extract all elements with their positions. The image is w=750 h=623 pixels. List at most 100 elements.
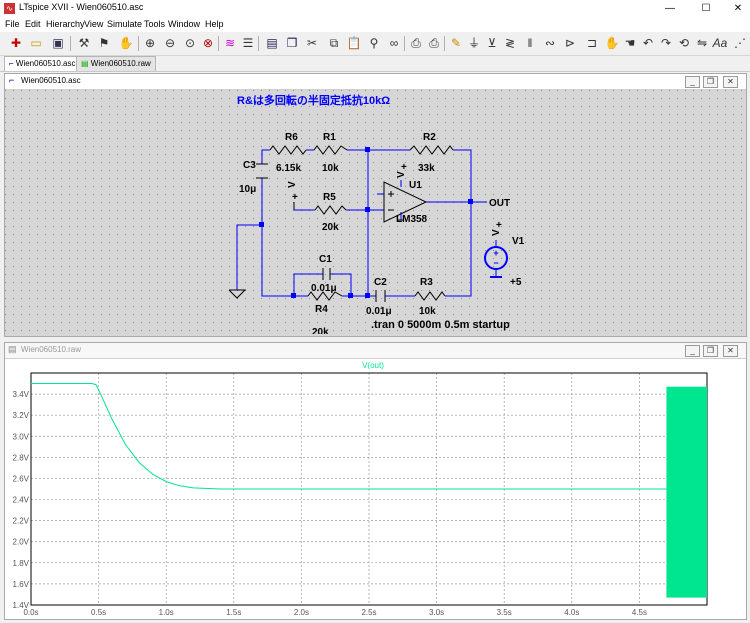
waveform-icon: ▤ xyxy=(8,344,17,354)
x-tick-label: 1.5s xyxy=(226,608,241,617)
rotate-icon[interactable]: ⟲ xyxy=(678,36,690,50)
schematic-window-titlebar: ⌐ Wien060510.asc _ ❐ ✕ xyxy=(5,74,746,90)
paste-icon[interactable]: 📋 xyxy=(346,36,362,50)
inductor-icon[interactable]: ∾ xyxy=(544,36,556,50)
child-close-button[interactable]: ✕ xyxy=(723,76,738,88)
label-r3-ref: R3 xyxy=(420,277,433,288)
resistor-icon[interactable]: ≷ xyxy=(504,36,516,50)
print-setup-icon[interactable]: ⎙ xyxy=(411,36,421,50)
open-icon[interactable]: ▭ xyxy=(30,36,42,50)
menu-help[interactable]: Help xyxy=(205,19,224,29)
component-symbols xyxy=(228,145,454,302)
waveform-plot[interactable]: 1.4V1.6V1.8V2.0V2.2V2.4V2.6V2.8V3.0V3.2V… xyxy=(5,359,744,617)
tab-schematic[interactable]: ⌐ Wien060510.asc xyxy=(4,56,81,71)
y-tick-label: 1.6V xyxy=(13,580,30,589)
label-c3-ref: C3 xyxy=(243,160,256,171)
x-tick-label: 2.5s xyxy=(361,608,376,617)
cut-icon[interactable]: ✂ xyxy=(306,36,318,50)
waveform-icon: ▤ xyxy=(81,59,89,68)
maximize-button[interactable]: ☐ xyxy=(701,3,711,14)
spice-directive-icon[interactable]: ⋰ xyxy=(734,36,746,50)
schematic-icon: ⌐ xyxy=(9,59,14,68)
zoom-fit-icon[interactable]: ⊙ xyxy=(184,36,196,50)
label-r1-value: 10k xyxy=(322,163,339,174)
child-restore-button[interactable]: ❐ xyxy=(703,76,718,88)
close-button[interactable]: ✕ xyxy=(733,3,743,14)
cascade-icon[interactable]: ❐ xyxy=(286,36,298,50)
child-restore-button[interactable]: ❐ xyxy=(703,345,718,357)
wire-icon[interactable]: ✎ xyxy=(450,36,462,50)
plot-traces xyxy=(31,383,707,598)
label-c3-value: 10μ xyxy=(239,184,256,195)
schematic-icon: ⌐ xyxy=(9,75,15,85)
y-axis-ticks: 1.4V1.6V1.8V2.0V2.2V2.4V2.6V2.8V3.0V3.2V… xyxy=(13,390,30,610)
opamp-supply-plus: + xyxy=(292,192,298,203)
zoom-out-icon[interactable]: ⊖ xyxy=(164,36,176,50)
new-schematic-icon[interactable]: ✚ xyxy=(10,36,22,50)
y-tick-label: 2.4V xyxy=(13,496,30,505)
cancel-zoom-icon[interactable]: ⊗ xyxy=(202,36,214,50)
v1-supply-plus: + xyxy=(496,220,502,231)
find-icon[interactable]: ⚲ xyxy=(369,36,379,50)
label-c2-ref: C2 xyxy=(374,277,387,288)
label-net-icon[interactable]: ⊻ xyxy=(487,36,497,50)
opamp-vcc-plus: + xyxy=(401,162,407,173)
label-r2-value: 33k xyxy=(418,163,435,174)
control-panel-icon[interactable]: ⚒ xyxy=(78,36,90,50)
child-close-button[interactable]: ✕ xyxy=(723,345,738,357)
waveform-window-titlebar: ▤ Wien060510.raw _ ❐ ✕ xyxy=(5,343,746,359)
child-minimize-button[interactable]: _ xyxy=(685,345,700,357)
menu-tools[interactable]: Tools xyxy=(144,19,166,29)
menu-hierarchy[interactable]: Hierarchy xyxy=(46,19,85,29)
y-tick-label: 3.0V xyxy=(13,432,30,441)
voltage-source-v1: + − xyxy=(484,246,508,278)
spice-directive[interactable]: .tran 0 5000m 0.5m startup xyxy=(371,319,510,331)
label-v1-value: +5 xyxy=(510,277,522,288)
opamp-supply-label: V xyxy=(287,181,298,188)
menu-window[interactable]: Window xyxy=(168,19,201,29)
zoom-in-icon[interactable]: ⊕ xyxy=(144,36,156,50)
schematic-canvas[interactable]: + − R6 6.15k R1 10k R2 33k C3 10μ R5 20k… xyxy=(5,90,744,334)
x-tick-label: 3.0s xyxy=(429,608,444,617)
trace-vout-oscillation xyxy=(666,386,707,598)
tile-vertical-icon[interactable]: ▤ xyxy=(266,36,278,50)
capacitor-icon[interactable]: ‖ xyxy=(527,36,533,50)
tab-waveform[interactable]: ▤ Wien060510.raw xyxy=(76,56,156,71)
undo-icon[interactable]: ↶ xyxy=(642,36,654,50)
halt-icon[interactable]: ✋ xyxy=(118,36,134,50)
text-icon[interactable]: Aa xyxy=(712,36,728,50)
save-icon[interactable]: ▣ xyxy=(52,36,64,50)
minimize-button[interactable]: — xyxy=(665,3,675,14)
ground-icon[interactable]: ⏚ xyxy=(467,36,480,50)
label-r5-ref: R5 xyxy=(323,192,336,203)
tile-horizontal-icon[interactable]: ☰ xyxy=(242,36,254,50)
schematic-window-title: Wien060510.asc xyxy=(21,76,81,85)
trace-label-vout[interactable]: V(out) xyxy=(362,361,384,370)
label-r4-ref: R4 xyxy=(315,304,328,315)
mirror-icon[interactable]: ⇋ xyxy=(696,36,708,50)
menu-edit[interactable]: Edit xyxy=(25,19,41,29)
x-tick-label: 4.0s xyxy=(564,608,579,617)
redo-icon[interactable]: ↷ xyxy=(660,36,672,50)
menu-simulate[interactable]: Simulate xyxy=(107,19,143,29)
child-minimize-button[interactable]: _ xyxy=(685,76,700,88)
ltspice-logo-icon: ∿ xyxy=(4,3,15,14)
move-icon[interactable]: ✋ xyxy=(604,36,620,50)
diode-icon[interactable]: ⊳ xyxy=(564,36,576,50)
x-tick-label: 0.0s xyxy=(23,608,38,617)
copy-icon[interactable]: ⧉ xyxy=(329,36,339,50)
x-tick-label: 2.0s xyxy=(294,608,309,617)
menu-view[interactable]: View xyxy=(84,19,104,29)
y-tick-label: 3.2V xyxy=(13,411,30,420)
find-binoculars-icon[interactable]: ∞ xyxy=(389,36,399,50)
component-icon[interactable]: ⊐ xyxy=(586,36,598,50)
schematic-comment[interactable]: R&は多回転の半固定抵抗10kΩ xyxy=(237,93,390,107)
print-icon[interactable]: ⎙ xyxy=(429,36,439,50)
run-icon[interactable]: ⚑ xyxy=(98,36,110,50)
drag-icon[interactable]: ☚ xyxy=(624,36,636,50)
schematic-window: ⌐ Wien060510.asc _ ❐ ✕ xyxy=(4,73,747,337)
menu-file[interactable]: File xyxy=(5,19,20,29)
autorange-icon[interactable]: ≋ xyxy=(224,36,236,50)
